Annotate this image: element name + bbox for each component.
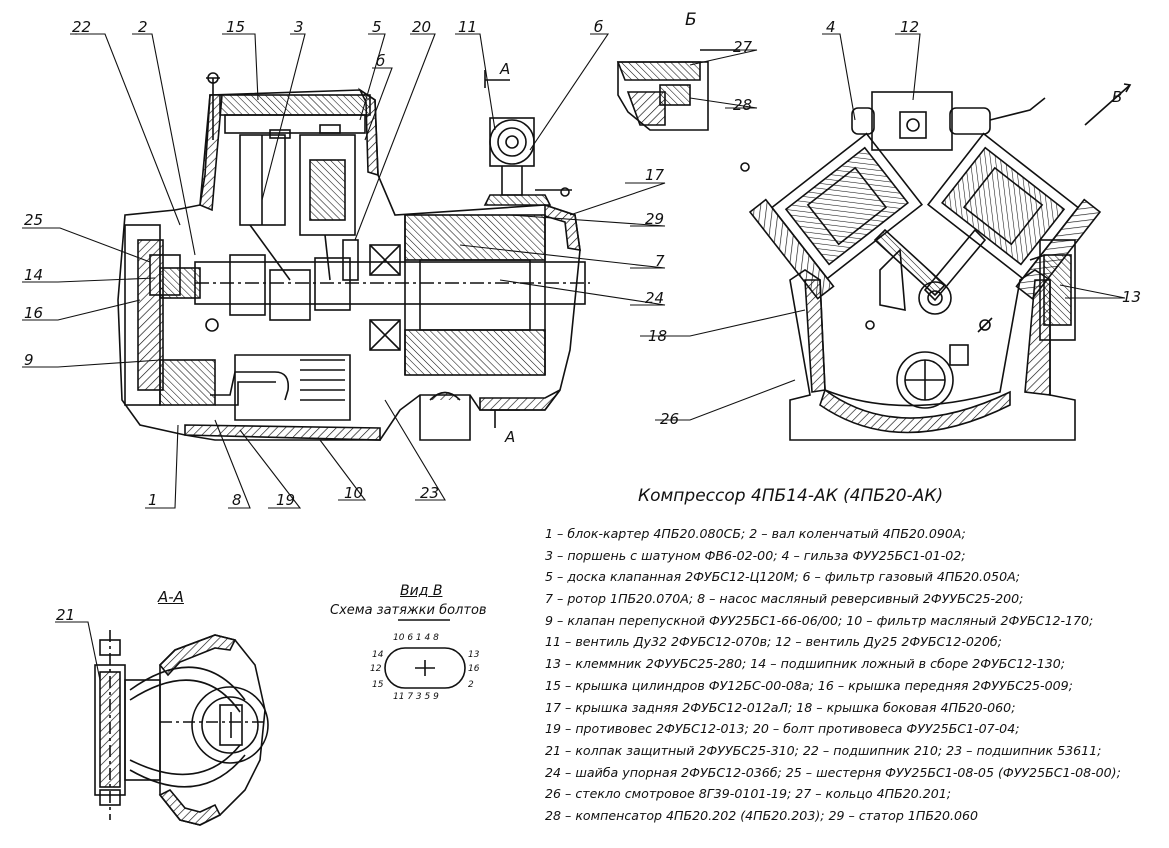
callout-14: 14: [24, 266, 44, 284]
callout-11: 11: [458, 18, 478, 36]
view-b-right-16: 16: [468, 664, 480, 674]
callout-5: 5: [372, 18, 382, 36]
view-b-left-14: 14: [372, 650, 384, 660]
legend-line: 11 – вентиль Ду32 2ФУБС12-070в; 12 – вен…: [545, 634, 1002, 650]
callout-26: 26: [660, 410, 680, 428]
section-aa-title: А-А: [158, 588, 184, 606]
longitudinal-section: [117, 70, 590, 441]
callout-18: 18: [648, 327, 668, 345]
drawing-title: Компрессор 4ПБ14-АК (4ПБ20-АК): [638, 486, 944, 506]
callout-22: 22: [72, 18, 92, 36]
view-b-left-15: 15: [372, 680, 384, 690]
callout-2: 2: [138, 18, 148, 36]
legend-line: 5 – доска клапанная 2ФУБС12-Ц120М; 6 – ф…: [545, 569, 1020, 585]
front-view: [740, 83, 1132, 441]
section-mark-a-bottom: А: [505, 428, 516, 446]
legend-line: 15 – крышка цилиндров ФУ12БС-00-08а; 16 …: [545, 677, 1073, 693]
legend-line: 26 – стекло смотровое 8Г39-0101-19; 27 –…: [545, 786, 952, 802]
callout-28: 28: [733, 96, 753, 114]
view-b-right-13: 13: [468, 650, 480, 660]
callout-25: 25: [24, 211, 44, 229]
callout-27: 27: [733, 38, 753, 56]
callout-19: 19: [276, 491, 296, 509]
callout-21: 21: [56, 606, 76, 624]
view-b-top-numbers: 10 6 1 4 8: [393, 633, 439, 643]
callout-6-top: б: [594, 18, 604, 36]
callout-4: 4: [826, 18, 836, 36]
callout-12: 12: [900, 18, 920, 36]
legend-line: 17 – крышка задняя 2ФУБС12-012аЛ; 18 – к…: [545, 699, 1016, 715]
callout-3: 3: [294, 18, 304, 36]
legend-line: 28 – компенсатор 4ПБ20.202 (4ПБ20.203); …: [545, 807, 979, 823]
view-b-right-2: 2: [468, 680, 474, 690]
callout-1: 1: [148, 491, 158, 509]
callout-15: 15: [226, 18, 246, 36]
legend-line: 19 – противовес 2ФУБС12-013; 20 – болт п…: [545, 721, 1020, 737]
callout-10: 10: [344, 484, 364, 502]
callout-17: 17: [645, 166, 665, 184]
leader-lines: [22, 33, 1126, 681]
callout-20: 20: [412, 18, 432, 36]
view-b-bottom-numbers: 11 7 3 5 9: [393, 692, 439, 702]
view-b-left-12: 12: [370, 664, 382, 674]
callout-8: 8: [232, 491, 242, 509]
callout-16: 16: [24, 304, 44, 322]
legend-line: 9 – клапан перепускной ФУУ25БС1-66-06/00…: [545, 612, 1094, 628]
callout-9: 9: [24, 351, 34, 369]
legend-line: 21 – колпак защитный 2ФУУБС25-310; 22 – …: [545, 742, 1102, 758]
legend-line: 13 – клеммник 2ФУУБС25-280; 14 – подшипн…: [545, 656, 1066, 672]
view-b-subtitle: Схема затяжки болтов: [330, 603, 487, 618]
detail-b-title: Б: [685, 10, 697, 30]
callout-29: 29: [645, 210, 665, 228]
callout-23: 23: [420, 484, 440, 502]
callout-6-filter: б: [376, 52, 386, 70]
view-b-title: Вид В: [400, 583, 443, 599]
callout-24: 24: [645, 289, 665, 307]
parts-legend: 1 – блок-картер 4ПБ20.080СБ; 2 – вал кол…: [545, 523, 1165, 827]
legend-line: 1 – блок-картер 4ПБ20.080СБ; 2 – вал кол…: [545, 526, 966, 541]
section-aa-drawing: [94, 630, 269, 826]
callout-13: 13: [1122, 288, 1142, 306]
legend-line: 3 – поршень с шатуном ФВ6-02-00; 4 – гил…: [545, 547, 966, 563]
legend-line: 7 – ротор 1ПБ20.070А; 8 – насос масляный…: [545, 591, 1024, 607]
section-mark-a-top: А: [500, 60, 511, 78]
view-arrow-b-label: В: [1112, 88, 1123, 106]
detail-b-drawing: [616, 49, 740, 131]
legend-line: 24 – шайба упорная 2ФУБС12-036б; 25 – ше…: [545, 764, 1121, 780]
callout-7: 7: [655, 252, 665, 270]
view-b-drawing: [384, 619, 466, 689]
